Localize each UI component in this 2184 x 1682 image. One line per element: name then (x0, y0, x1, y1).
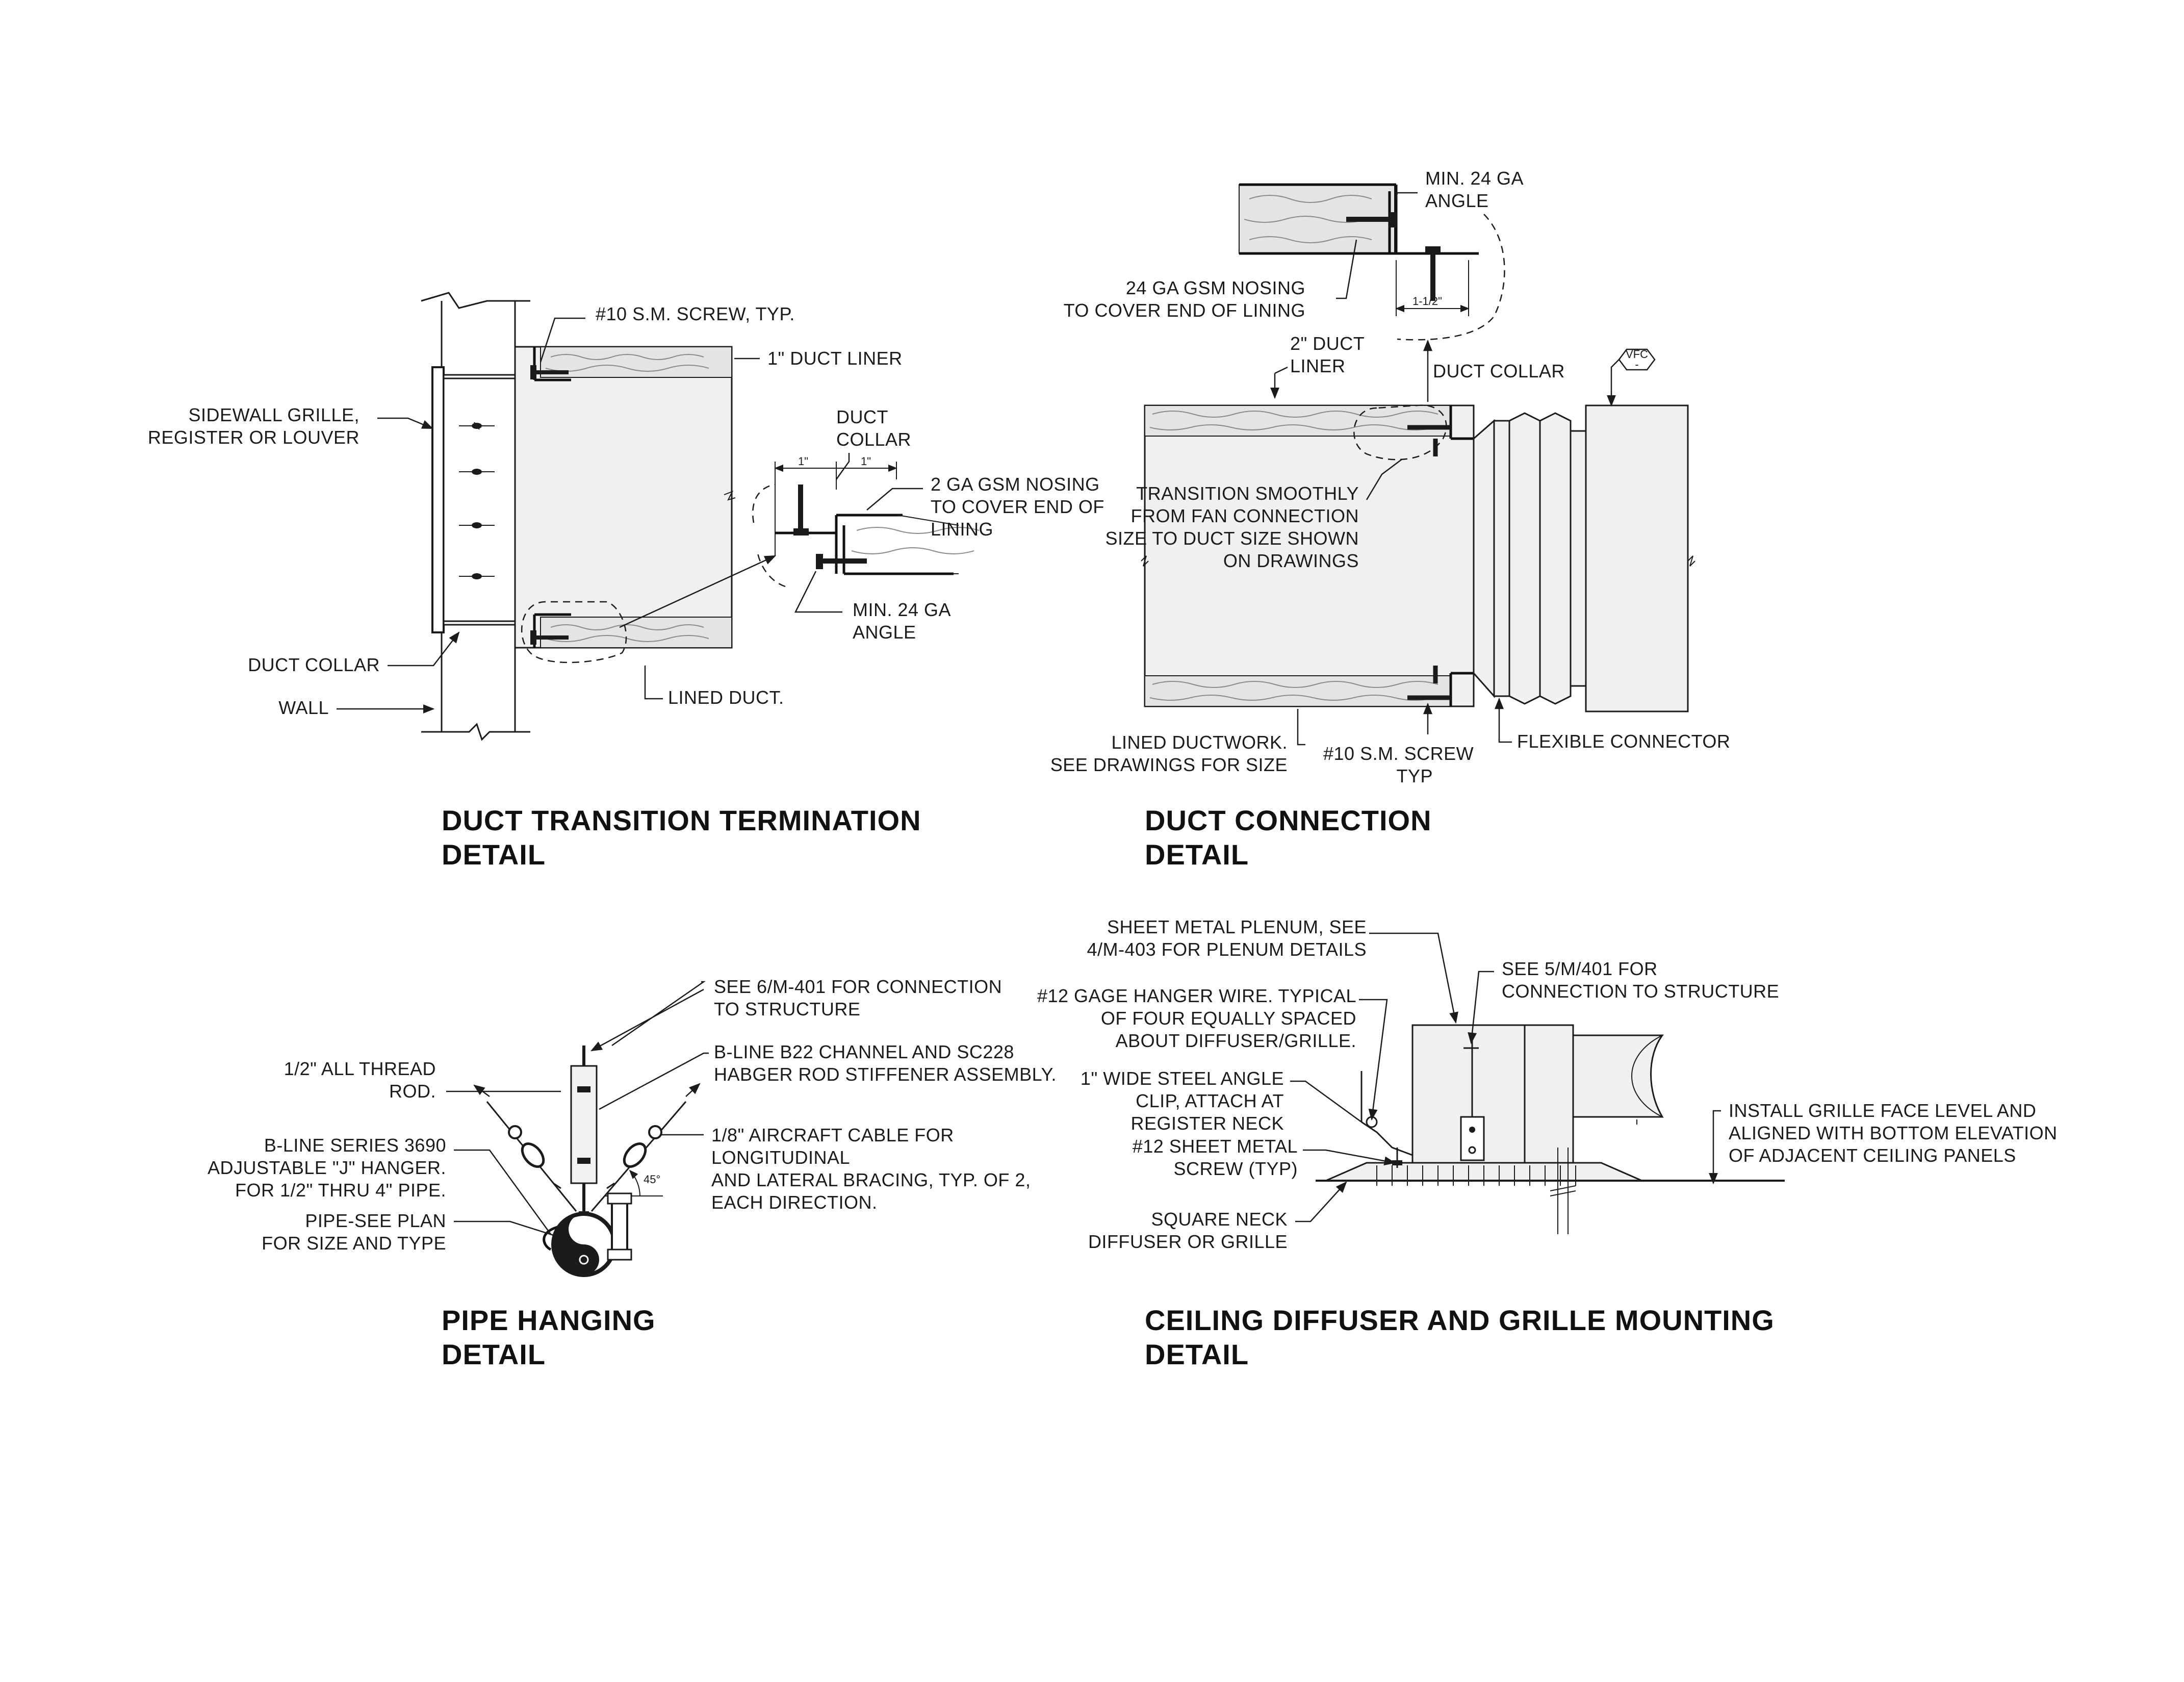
transition-label-line1: TRANSITION SMOOTHLY (1136, 483, 1359, 504)
duct-collar-callout-line2: COLLAR (836, 429, 911, 450)
sheet-metal-screw-label-line1: #12 SHEET METAL (1133, 1136, 1298, 1157)
hanger-label-line2: ADJUSTABLE "J" HANGER. (208, 1157, 446, 1178)
rod-label-line2: ROD. (389, 1081, 436, 1102)
install-note-line2: ALIGNED WITH BOTTOM ELEVATION (1729, 1123, 2058, 1143)
lined-ductwork-drawing (1141, 404, 1695, 707)
dim-label-b: 1" (861, 455, 871, 468)
vfc-tag-sub: - (1635, 358, 1638, 371)
cable-label-line1: 1/8" AIRCRAFT CABLE FOR (711, 1125, 954, 1145)
see-structure-label-line2: CONNECTION TO STRUCTURE (1502, 981, 1779, 1002)
see-structure-label-line1: SEE 6/M-401 FOR CONNECTION (714, 976, 1002, 997)
channel-label-line1: B-LINE B22 CHANNEL AND SC228 (714, 1041, 1014, 1062)
flexible-connector-drawing (1473, 404, 1689, 712)
transition-label-line4: ON DRAWINGS (1223, 550, 1359, 571)
detail-title-duct-connection-line1: DUCT CONNECTION (1145, 804, 1432, 836)
pipe-label-line1: PIPE-SEE PLAN (305, 1210, 446, 1231)
lined-ductwork-label-line1: LINED DUCTWORK. (1111, 732, 1288, 753)
duct-transition-detail: 1" 1" #10 S.M. SCREW, TYP. 1" DUCT LINER… (148, 292, 1104, 871)
plenum-label-line1: SHEET METAL PLENUM, SEE (1107, 916, 1367, 937)
lined-ductwork-label-line2: SEE DRAWINGS FOR SIZE (1050, 754, 1288, 775)
rod-label-line1: 1/2" ALL THREAD (284, 1058, 436, 1079)
screw-label-line1: #10 S.M. SCREW (1323, 743, 1474, 764)
see-structure-label-line2: TO STRUCTURE (714, 999, 860, 1020)
lined-duct-drawing (514, 346, 736, 664)
duct-collar-callout-drawing: 1" 1" (752, 455, 980, 588)
see-structure-label-line1: SEE 5/M/401 FOR (1502, 958, 1658, 979)
hanger-label-line3: FOR 1/2" THRU 4" PIPE. (235, 1180, 446, 1201)
nosing-label-line2: TO COVER END OF LINING (1064, 300, 1305, 321)
hanger-wire-label-line3: ABOUT DIFFUSER/GRILLE. (1116, 1030, 1356, 1051)
cable-label-line4: EACH DIRECTION. (711, 1192, 878, 1213)
angle-label: 45° (644, 1173, 660, 1186)
liner-label-line2: LINER (1290, 355, 1346, 376)
install-note-line1: INSTALL GRILLE FACE LEVEL AND (1729, 1100, 2036, 1121)
duct-collar-callout-line1: DUCT (836, 406, 888, 427)
transition-label-line3: SIZE TO DUCT SIZE SHOWN (1105, 528, 1359, 549)
hanger-label-line1: B-LINE SERIES 3690 (264, 1135, 446, 1156)
nosing-label-line3: LINING (931, 519, 993, 540)
cable-label-line3: AND LATERAL BRACING, TYP. OF 2, (711, 1169, 1031, 1190)
detail-title-pipe-hanging-line1: PIPE HANGING (442, 1304, 656, 1336)
detail-title-pipe-hanging-line2: DETAIL (442, 1338, 546, 1370)
wall-label: WALL (278, 697, 329, 718)
vfc-tag-label: VFC (1626, 348, 1648, 361)
nosing-label-line1: 2 GA GSM NOSING (931, 474, 1100, 495)
pipe-hanging-detail: 45° SEE 6/M-401 FOR CONNECTION TO STRUCT… (208, 976, 1057, 1370)
screw-label-line2: TYP (1396, 766, 1433, 786)
detail-title-duct-connection-line2: DETAIL (1145, 838, 1249, 871)
angle-clip-label-line2: CLIP, ATTACH AT (1136, 1090, 1284, 1111)
grille-label-line1: SIDEWALL GRILLE, (189, 404, 359, 425)
duct-liner-label: 1" DUCT LINER (767, 348, 903, 369)
hanger-wire-label-line2: OF FOUR EQUALLY SPACED (1101, 1008, 1356, 1029)
vfc-tag: VFC - (1607, 348, 1656, 407)
angle-clip-label-line3: REGISTER NECK (1130, 1113, 1284, 1134)
plenum-label-line2: 4/M-403 FOR PLENUM DETAILS (1087, 939, 1367, 960)
square-neck-label-line2: DIFFUSER OR GRILLE (1088, 1231, 1288, 1252)
duct-connection-detail: 1-1/2" MIN. 24 GA ANGLE 24 GA GSM NOSING… (1050, 168, 1730, 871)
install-note-line3: OF ADJACENT CEILING PANELS (1729, 1145, 2016, 1166)
detail-title-duct-transition-line1: DUCT TRANSITION TERMINATION (442, 804, 921, 836)
sheet-metal-screw-label-line2: SCREW (TYP) (1174, 1158, 1298, 1179)
angle-label-line2: ANGLE (853, 622, 916, 643)
transition-label-line2: FROM FAN CONNECTION (1131, 505, 1359, 526)
square-neck-label-line1: SQUARE NECK (1151, 1209, 1288, 1230)
angle-label-line2: ANGLE (1425, 190, 1489, 211)
lined-duct-label: LINED DUCT. (668, 687, 784, 708)
flexible-connector-label: FLEXIBLE CONNECTOR (1517, 731, 1730, 752)
grille-label-line2: REGISTER OR LOUVER (148, 427, 359, 448)
liner-label-line1: 2" DUCT (1290, 333, 1365, 354)
diffuser-drawing (1316, 1024, 1785, 1234)
dim-label-a: 1" (798, 455, 808, 468)
duct-collar-label: DUCT COLLAR (248, 654, 380, 675)
pipe-label-line2: FOR SIZE AND TYPE (262, 1233, 446, 1254)
sidewall-grille-drawing (431, 366, 516, 633)
pipe-hanger-drawing: 45° (486, 1046, 687, 1277)
ceiling-diffuser-detail: SHEET METAL PLENUM, SEE 4/M-403 FOR PLEN… (1037, 916, 2058, 1370)
angle-label-line1: MIN. 24 GA (1425, 168, 1524, 189)
detail-title-duct-transition-line2: DETAIL (442, 838, 546, 871)
angle-label-line1: MIN. 24 GA (853, 599, 951, 620)
hanger-wire-label-line1: #12 GAGE HANGER WIRE. TYPICAL (1037, 985, 1356, 1006)
nosing-label-line1: 24 GA GSM NOSING (1126, 277, 1305, 298)
screw-label: #10 S.M. SCREW, TYP. (596, 303, 795, 324)
angle-clip-label-line1: 1" WIDE STEEL ANGLE (1081, 1068, 1284, 1089)
nosing-label-line2: TO COVER END OF (931, 496, 1104, 517)
dim-label: 1-1/2" (1412, 295, 1442, 308)
duct-collar-label: DUCT COLLAR (1433, 361, 1565, 381)
detail-title-ceiling-diffuser-line1: CEILING DIFFUSER AND GRILLE MOUNTING (1145, 1304, 1775, 1336)
cable-label-line2: LONGITUDINAL (711, 1147, 850, 1168)
channel-label-line2: HABGER ROD STIFFENER ASSEMBLY. (714, 1064, 1057, 1085)
detail-title-ceiling-diffuser-line2: DETAIL (1145, 1338, 1249, 1370)
